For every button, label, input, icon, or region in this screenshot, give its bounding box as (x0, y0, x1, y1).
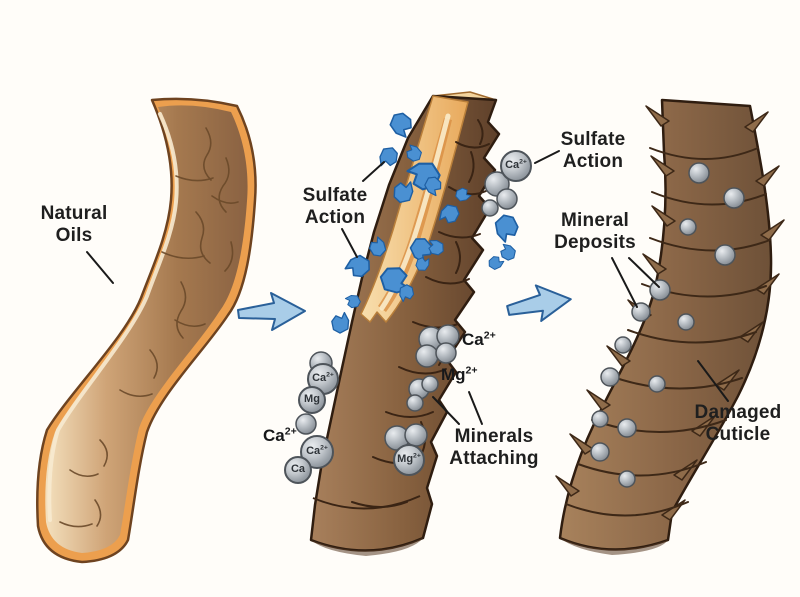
mineral-ion-sphere-ca: Ca (284, 456, 312, 484)
mineral-ion-sphere-ca: Ca2+ (500, 150, 532, 182)
mineral-ion-sphere-mg: Mg (298, 386, 326, 414)
label-mineral-deposits: Mineral Deposits (554, 210, 636, 253)
stage-arrow-icon (237, 284, 572, 331)
hair-strand-damaged (555, 98, 785, 555)
label-sulfate-action-left: Sulfate Action (302, 185, 368, 228)
label-natural-oils: Natural Oils (40, 203, 108, 246)
ion-label-ca: Ca2+ (263, 425, 297, 445)
label-minerals-attaching: Minerals Attaching (449, 426, 539, 469)
ion-label-mg: Mg2+ (441, 364, 478, 384)
mineral-ion-sphere-ca: Ca2+ (300, 435, 334, 469)
label-damaged-cuticle: Damaged Cuticle (694, 402, 782, 445)
mineral-ion-sphere-mg: Mg2+ (393, 444, 425, 476)
leader-lines (86, 150, 729, 425)
hair-strand-healthy (36, 97, 257, 564)
label-sulfate-action-right: Sulfate Action (560, 129, 626, 172)
ion-label-ca: Ca2+ (462, 329, 496, 349)
